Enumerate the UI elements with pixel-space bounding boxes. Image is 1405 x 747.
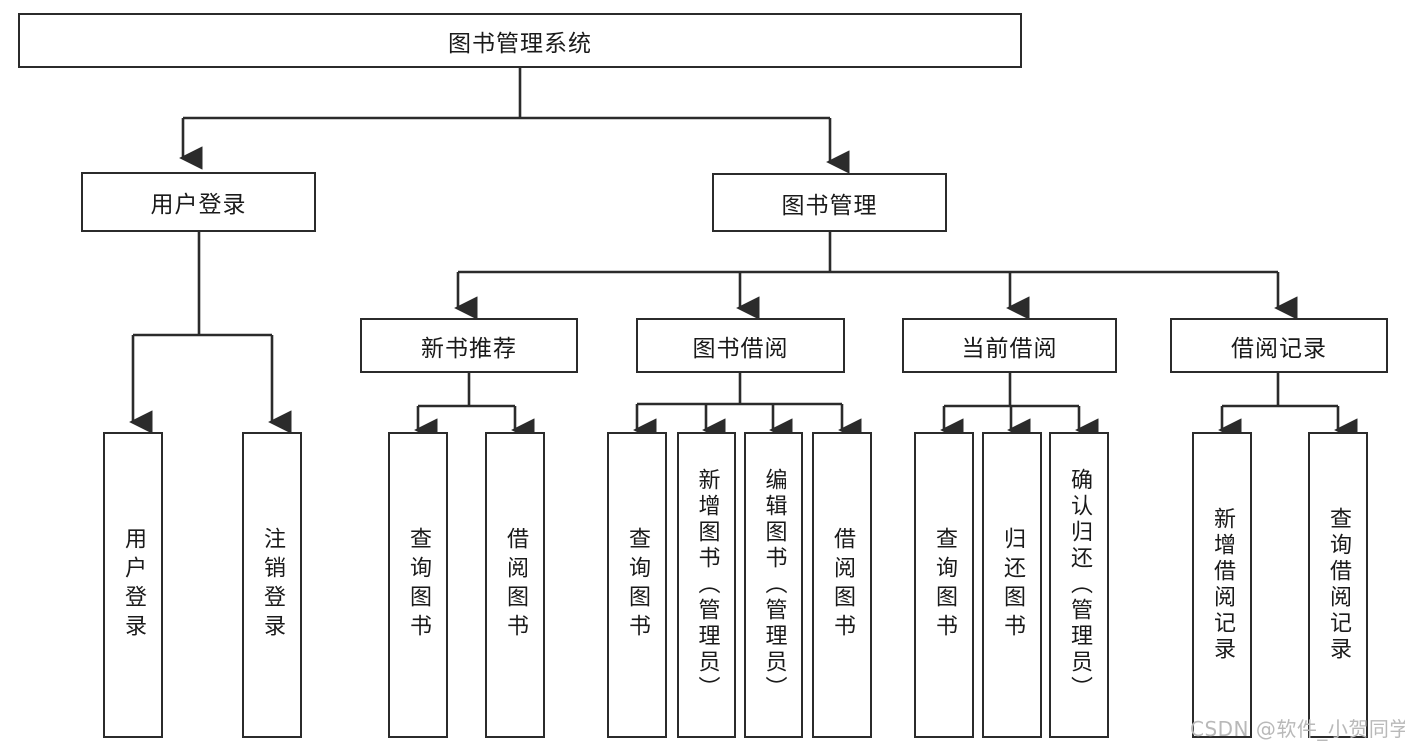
leaf-borrow-book-borrow[interactable]: 借阅图书 xyxy=(812,432,872,738)
leaf-return-book[interactable]: 归还图书 xyxy=(982,432,1042,738)
leaf-add-borrow-record[interactable]: 新增借阅记录 xyxy=(1192,432,1252,738)
leaf-confirm-return-admin[interactable]: 确认归还（管理员） xyxy=(1049,432,1109,738)
leaf-edit-book-admin[interactable]: 编辑图书（管理员） xyxy=(744,432,803,738)
node-new-book-recommend[interactable]: 新书推荐 xyxy=(360,318,578,373)
node-book-borrow[interactable]: 图书借阅 xyxy=(636,318,845,373)
node-book-management[interactable]: 图书管理 xyxy=(712,173,947,232)
leaf-logout-login[interactable]: 注销登录 xyxy=(242,432,302,738)
leaf-query-book-current[interactable]: 查询图书 xyxy=(914,432,974,738)
leaf-user-login[interactable]: 用户登录 xyxy=(103,432,163,738)
leaf-add-book-admin[interactable]: 新增图书（管理员） xyxy=(677,432,736,738)
leaf-query-borrow-record[interactable]: 查询借阅记录 xyxy=(1308,432,1368,738)
leaf-borrow-book-recommend[interactable]: 借阅图书 xyxy=(485,432,545,738)
csdn-watermark: CSDN @软件_小贺同学 xyxy=(1190,717,1405,741)
leaf-query-book-borrow[interactable]: 查询图书 xyxy=(607,432,667,738)
node-root-book-management-system[interactable]: 图书管理系统 xyxy=(18,13,1022,68)
node-user-login[interactable]: 用户登录 xyxy=(81,172,316,232)
leaf-query-book-recommend[interactable]: 查询图书 xyxy=(388,432,448,738)
node-current-borrow[interactable]: 当前借阅 xyxy=(902,318,1117,373)
node-borrow-record[interactable]: 借阅记录 xyxy=(1170,318,1388,373)
